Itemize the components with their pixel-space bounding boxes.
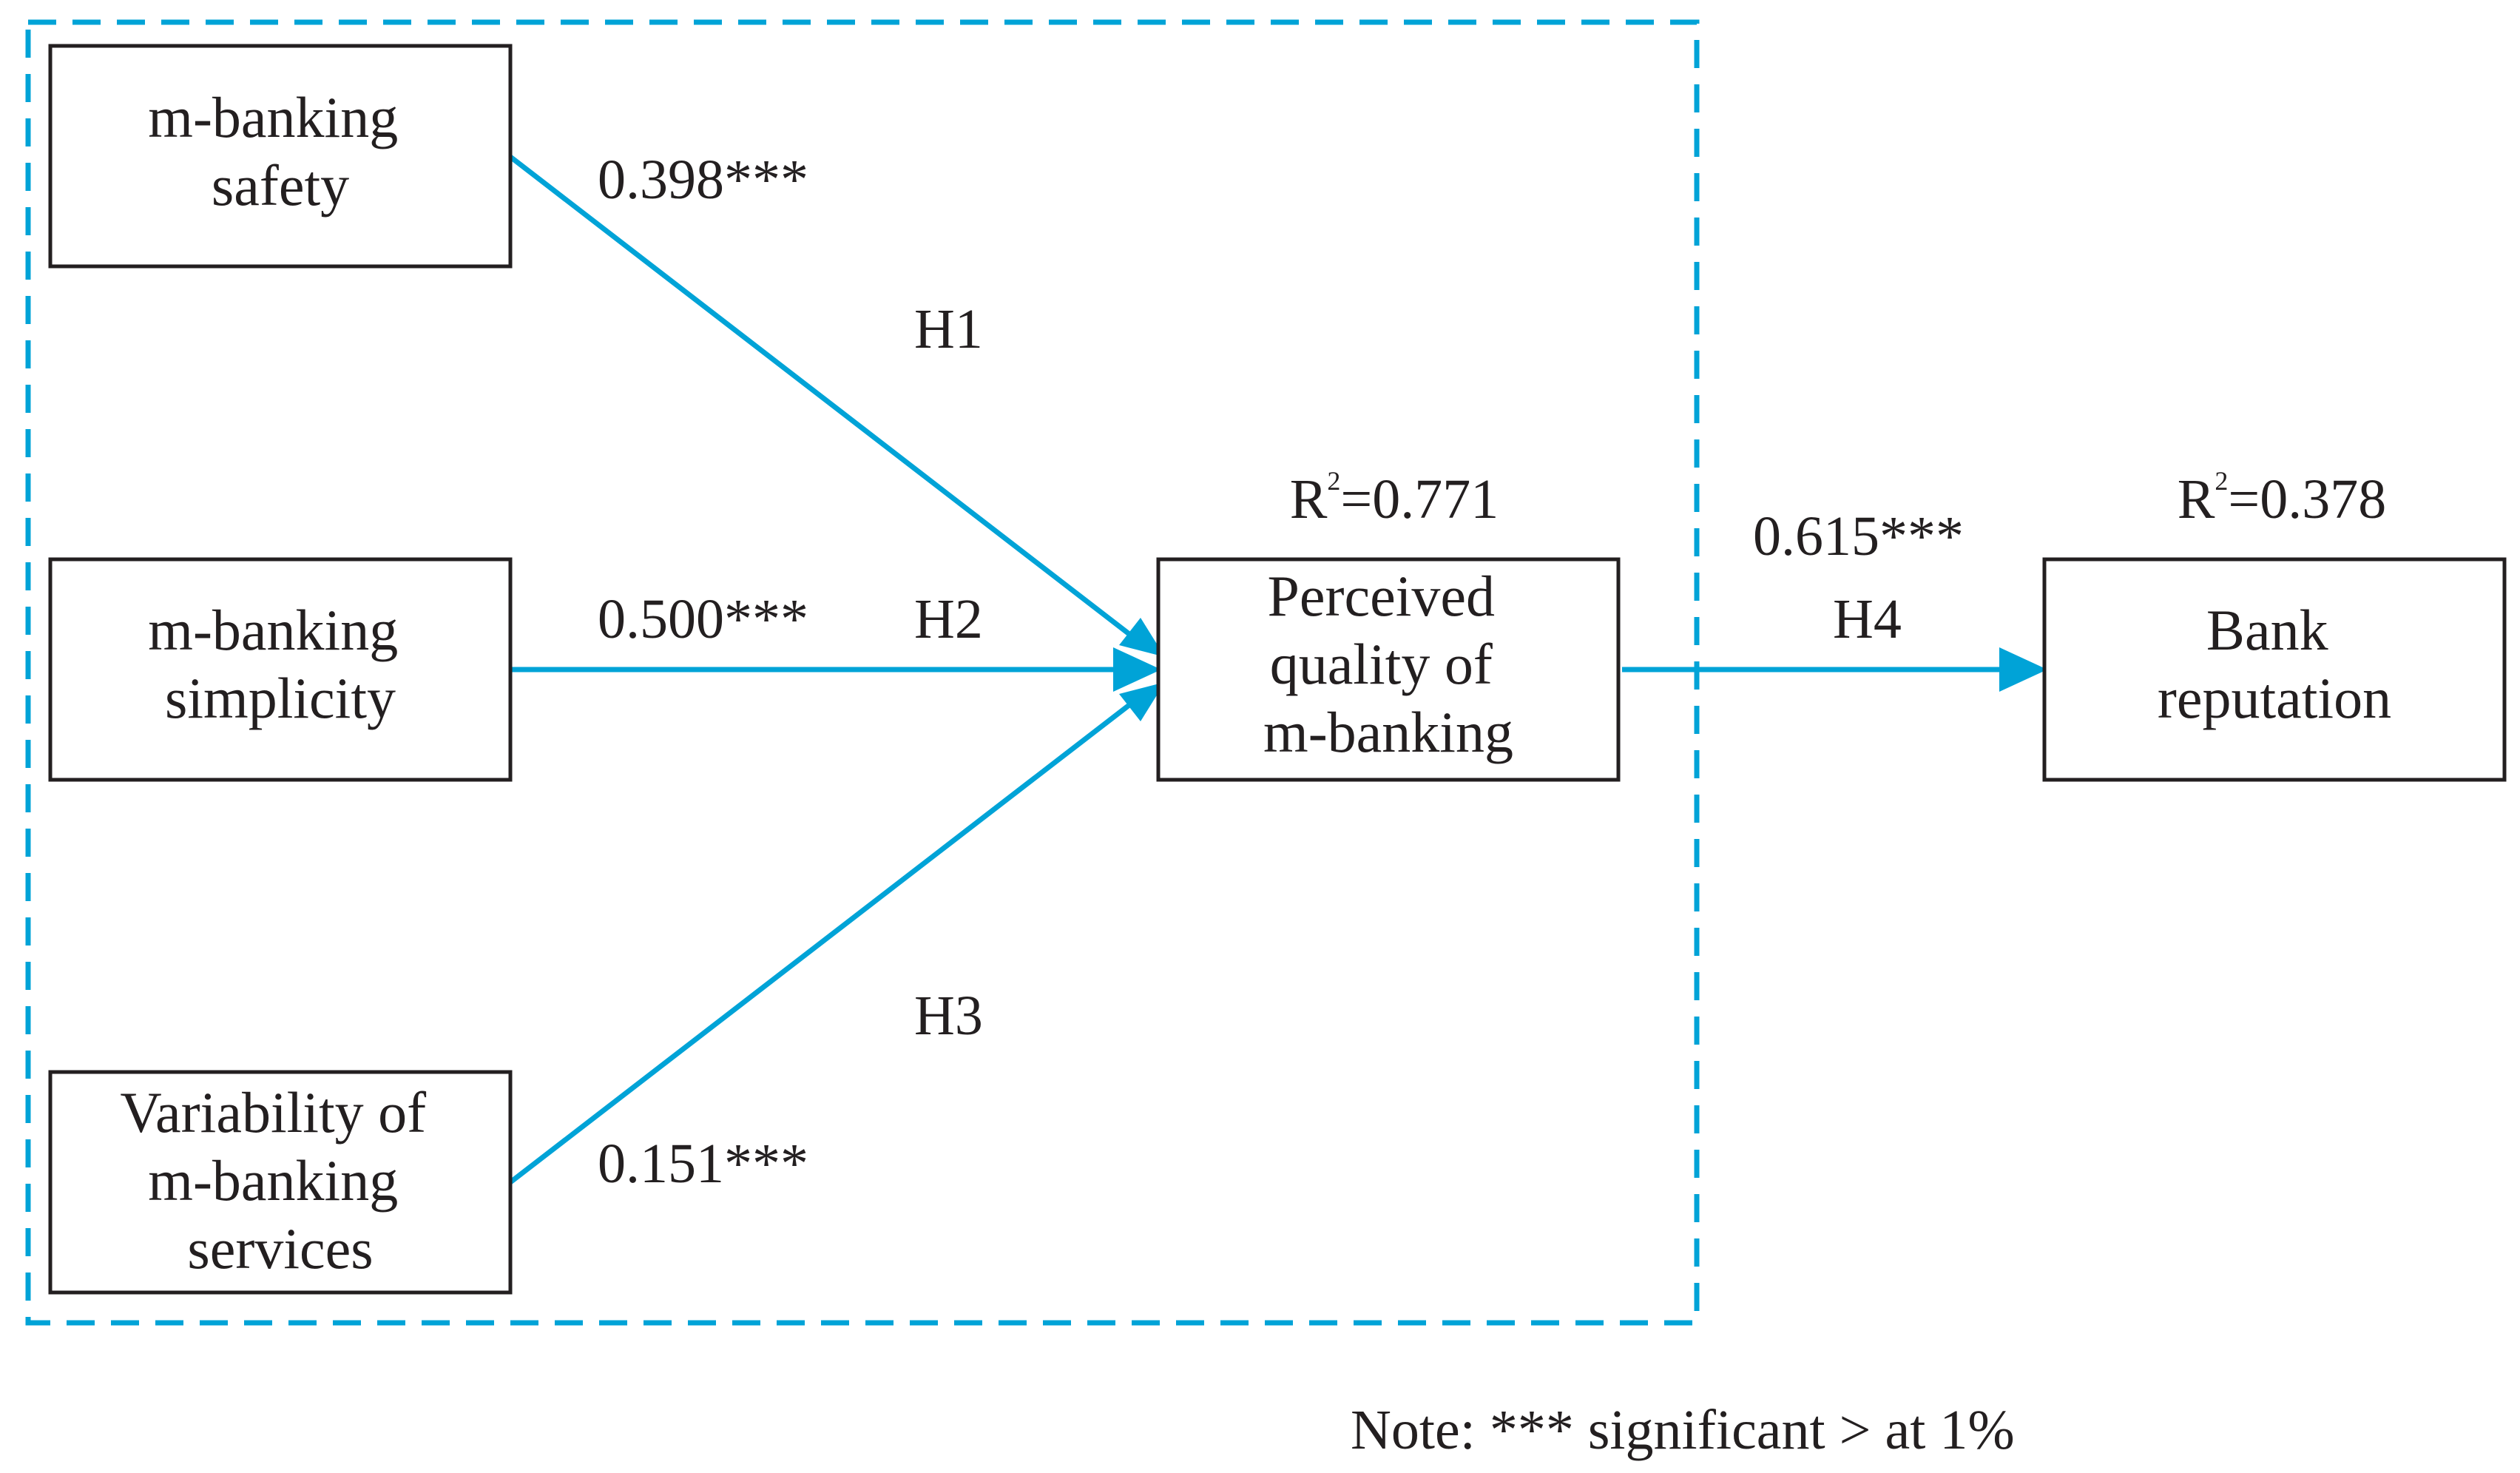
node-simplicity: m-banking simplicity [48,557,513,782]
r2-reputation-value: =0.378 [2228,468,2386,530]
node-simplicity-line-2: simplicity [165,666,396,730]
significance-note: Note: *** significant > at 1% [1351,1399,2015,1461]
node-variability: Variability of m-banking services [48,1070,513,1295]
edge-h3-coefficient: 0.151*** [598,1133,808,1195]
edge-h4-arrowhead [1999,647,2047,692]
node-reputation-line-1: Bank [2206,598,2328,662]
edge-h1-line [508,155,1132,637]
node-quality-box [1156,557,1621,782]
r2-quality: R2=0.771 [1290,466,1499,530]
edge-h1-arrowhead [1119,618,1165,657]
model-group-frame [25,19,1700,1326]
edge-h1-hypothesis: H1 [914,298,983,360]
node-safety: m-banking safety [48,44,513,269]
node-safety-line-1: m-banking [148,85,398,149]
node-simplicity-label: m-banking simplicity [148,598,412,730]
node-variability-line-3: services [187,1216,373,1281]
node-reputation: Bank reputation [2042,557,2507,782]
node-variability-box [48,1070,513,1295]
node-safety-label: m-banking safety [148,85,412,218]
node-safety-line-2: safety [212,153,349,218]
r2-quality-symbol: R [1290,468,1328,530]
node-simplicity-box [48,557,513,782]
node-variability-line-2: m-banking [148,1148,398,1213]
edge-h2-coefficient: 0.500*** [598,588,808,650]
node-quality-line-3: m-banking [1263,700,1513,764]
node-quality-line-1: Perceived [1267,564,1495,628]
node-quality-line-2: quality of [1270,632,1493,696]
r2-reputation: R2=0.378 [2178,466,2387,530]
edge-h3-arrowhead [1119,682,1165,721]
node-safety-box [48,44,513,269]
node-quality: Perceived quality of m-banking [1156,557,1621,782]
edge-h4-hypothesis: H4 [1833,588,1902,650]
edge-h3-line [508,702,1132,1184]
edge-h1-coefficient: 0.398*** [598,149,808,211]
edge-h3-hypothesis: H3 [914,985,983,1047]
edge-h4-coefficient: 0.615*** [1753,505,1964,567]
node-reputation-label: Bank reputation [2158,598,2391,730]
node-reputation-box [2042,557,2507,782]
node-reputation-line-2: reputation [2158,666,2391,730]
r2-quality-superscript: 2 [1327,466,1340,496]
node-simplicity-line-1: m-banking [148,598,398,662]
r2-reputation-superscript: 2 [2215,466,2228,496]
edge-h2-arrowhead [1113,647,1161,692]
node-quality-label: Perceived quality of m-banking [1263,564,1513,764]
edge-h2-hypothesis: H2 [914,588,983,650]
node-variability-label: Variability of m-banking services [120,1080,440,1281]
r2-reputation-symbol: R [2178,468,2215,530]
node-variability-line-1: Variability of [120,1080,426,1145]
edges [508,155,2047,1184]
r2-quality-value: =0.771 [1340,468,1499,530]
